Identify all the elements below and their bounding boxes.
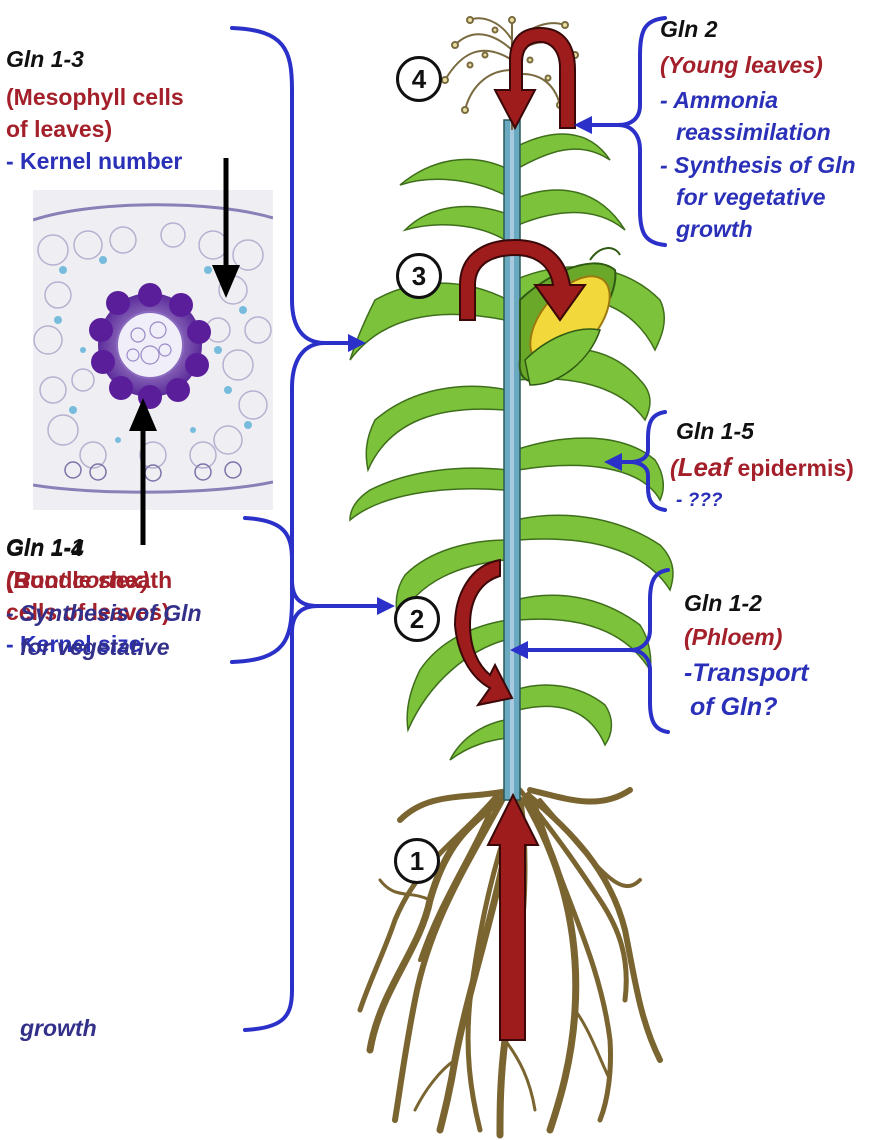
curved-red-arrow-icon bbox=[453, 26, 587, 1041]
gln-1-2-gene: Gln 1-2 bbox=[684, 590, 762, 616]
step-1-marker: 1 bbox=[394, 838, 440, 884]
gln-1-3-tissue-line2: of leaves) bbox=[6, 116, 113, 142]
gln-2-role-line1: - Ammonia bbox=[660, 87, 778, 113]
gln-2-role-line4: for vegetative bbox=[676, 184, 826, 210]
gln-1-2-role-line1: -Transport bbox=[684, 659, 809, 687]
brackets bbox=[230, 16, 670, 1032]
gln-1-1-gene: Gln 1-1 bbox=[6, 534, 84, 560]
step-4-marker: 4 bbox=[396, 56, 442, 102]
gln-2-gene: Gln 2 bbox=[660, 16, 718, 42]
gln-1-5-role: - ??? bbox=[676, 490, 723, 511]
gln-1-3-tissue-line1: (Mesophyll cells bbox=[6, 84, 184, 110]
gln-1-4-role: - Kernel size bbox=[6, 631, 142, 657]
step-2-marker: 2 bbox=[394, 596, 440, 642]
gln-1-2-tissue: (Phloem) bbox=[684, 624, 783, 650]
gln-1-4-tissue-line1: (Bundle sheath bbox=[6, 567, 173, 593]
gln-1-1-tissue: (Root cortex) bbox=[6, 567, 150, 593]
gln-1-1-role-line3: growth bbox=[20, 1015, 97, 1041]
leaf-cross-section-micrograph bbox=[33, 190, 273, 510]
gln-1-2-role-line2: of Gln? bbox=[690, 693, 778, 721]
gln-1-5-tissue: (Leaf epidermis) bbox=[670, 452, 854, 482]
gln-1-4-tissue-line2: cells of leaves) bbox=[6, 599, 170, 625]
gln-1-1-role-line1: - Synthesis of Gln bbox=[6, 600, 202, 626]
gln-1-1-role-line2: for vegetative bbox=[20, 634, 170, 660]
gln-1-3-role: - Kernel number bbox=[6, 148, 183, 174]
gln-2-role-line3: - Synthesis of Gln bbox=[660, 152, 856, 178]
pointer-arrowheads bbox=[348, 116, 622, 659]
step-3-marker: 3 bbox=[396, 253, 442, 299]
gln-1-5-gene: Gln 1-5 bbox=[676, 418, 754, 444]
gln-1-3-gene: Gln 1-3 bbox=[6, 46, 84, 72]
gln-2-role-line2: reassimilation bbox=[676, 119, 831, 145]
gln-2-role-line5: growth bbox=[676, 216, 753, 242]
gln-2-tissue: (Young leaves) bbox=[660, 52, 823, 78]
gln-1-4-gene: Gln 1-4 bbox=[6, 535, 84, 561]
